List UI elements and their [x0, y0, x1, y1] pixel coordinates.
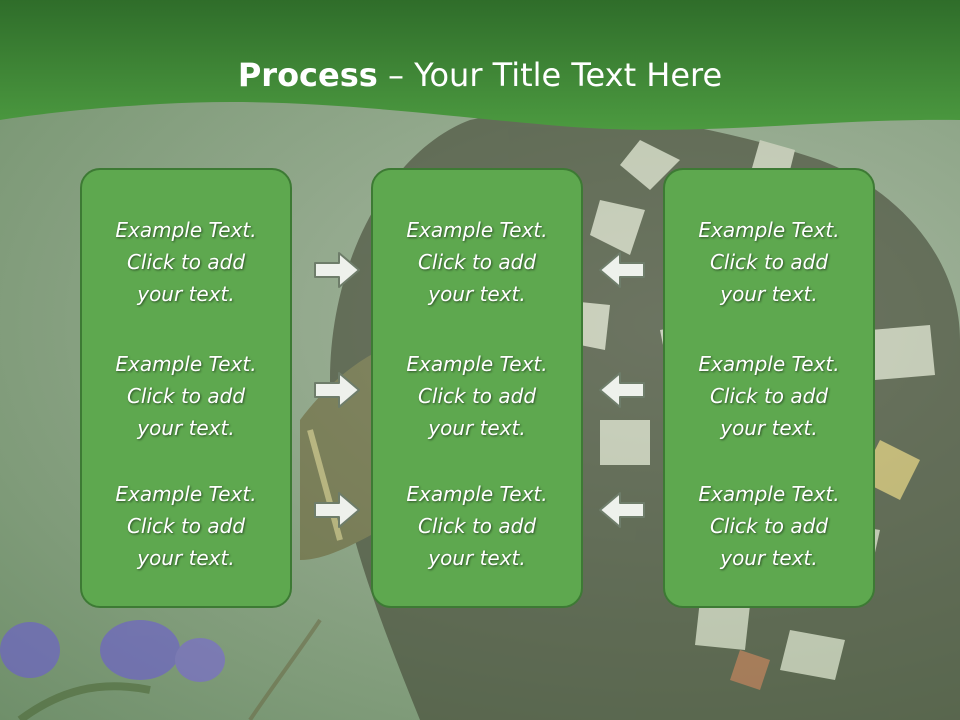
arrow-left-icon	[599, 372, 645, 408]
arrow-left-icon	[599, 492, 645, 528]
panel-text[interactable]: Example Text. Click to add your text.	[698, 218, 840, 306]
process-panel-center[interactable]: Example Text. Click to add your text. Ex…	[371, 168, 583, 608]
panel-text[interactable]: Example Text. Click to add your text.	[698, 482, 840, 570]
arrow-left-icon	[599, 252, 645, 288]
process-panel-left[interactable]: Example Text. Click to add your text. Ex…	[80, 168, 292, 608]
panel-text[interactable]: Example Text. Click to add your text.	[115, 482, 257, 570]
panel-text[interactable]: Example Text. Click to add your text.	[406, 218, 548, 306]
arrow-right-icon	[314, 492, 360, 528]
panel-text[interactable]: Example Text. Click to add your text.	[115, 218, 257, 306]
arrow-right-icon	[314, 252, 360, 288]
header-band	[0, 0, 960, 130]
panel-text[interactable]: Example Text. Click to add your text.	[406, 352, 548, 440]
panel-text[interactable]: Example Text. Click to add your text.	[115, 352, 257, 440]
process-panel-right[interactable]: Example Text. Click to add your text. Ex…	[663, 168, 875, 608]
panel-text[interactable]: Example Text. Click to add your text.	[406, 482, 548, 570]
title-bold-text: Process	[237, 56, 378, 94]
arrow-right-icon	[314, 372, 360, 408]
slide-title[interactable]: Process – Your Title Text Here	[0, 55, 960, 95]
title-rest-text: – Your Title Text Here	[377, 56, 723, 94]
panel-text[interactable]: Example Text. Click to add your text.	[698, 352, 840, 440]
